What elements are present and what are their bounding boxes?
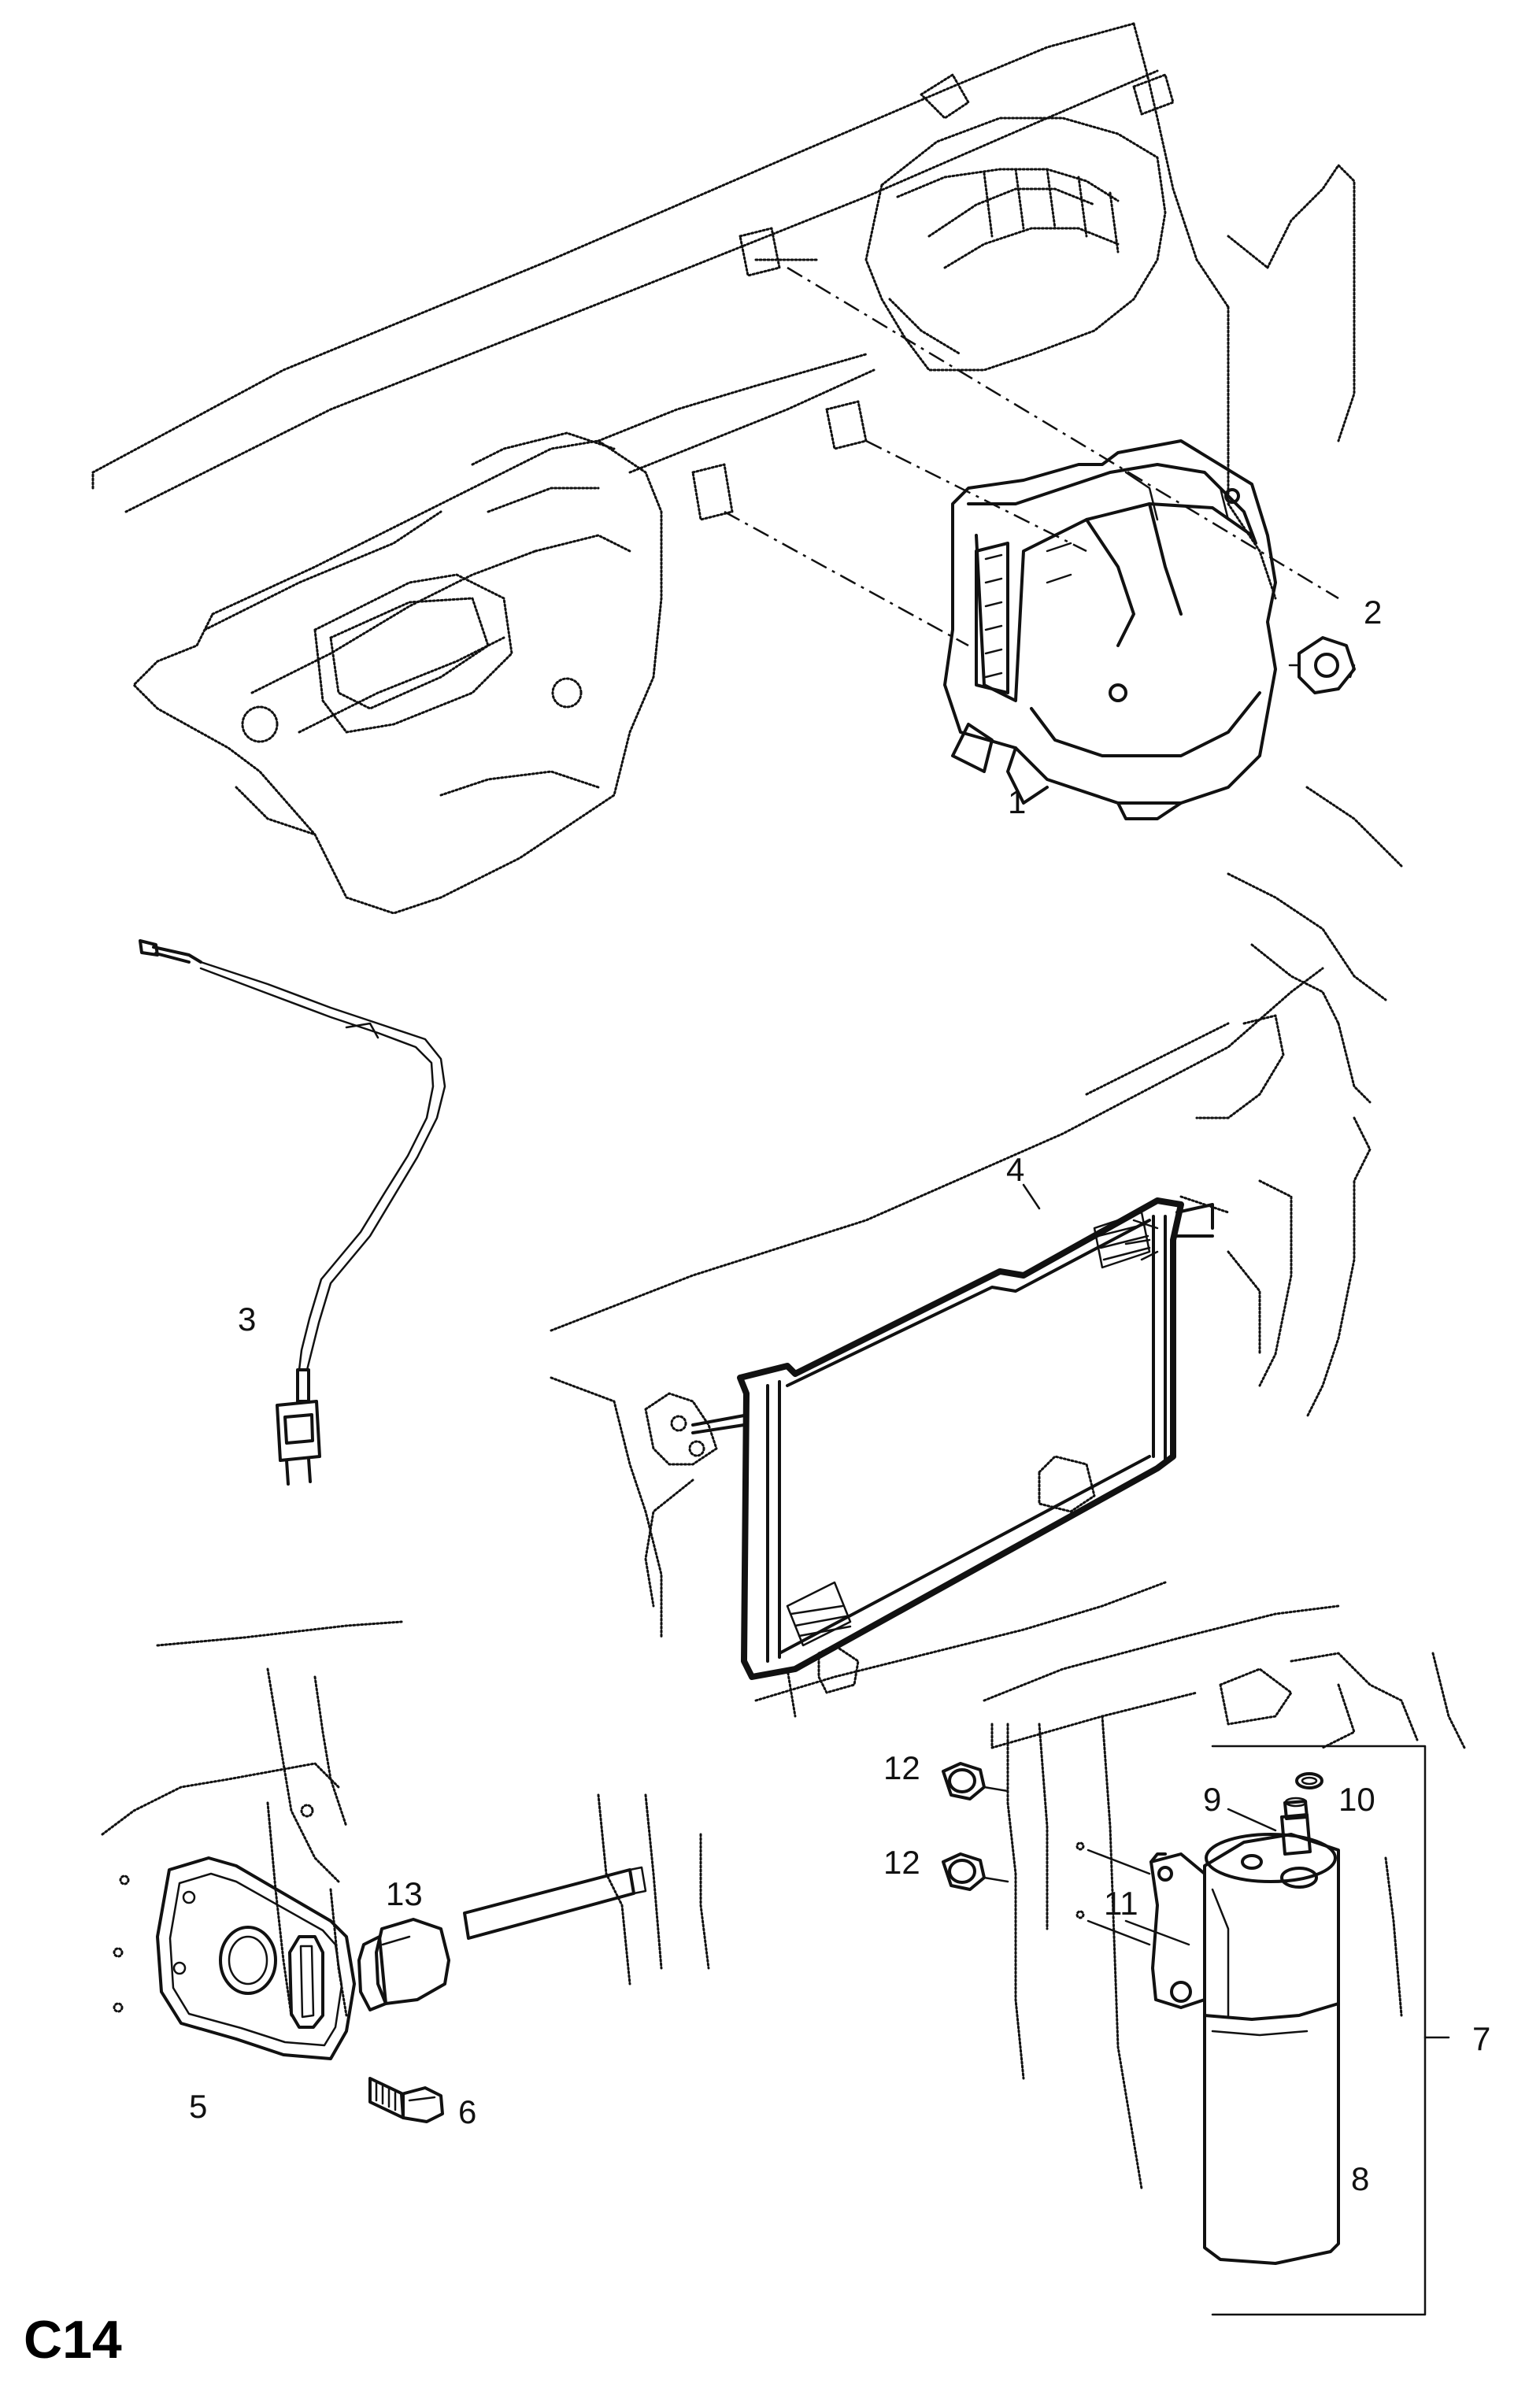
callout-8: 8 <box>1351 2160 1369 2197</box>
callout-6: 6 <box>458 2093 476 2130</box>
leader-lines <box>1022 664 1356 1946</box>
seal-plate <box>156 1856 356 2060</box>
grommet-13 <box>357 1918 450 2011</box>
callout-3: 3 <box>238 1301 256 1338</box>
blower-housing <box>864 73 1175 372</box>
receiver-drier-bracket <box>1075 1841 1206 2009</box>
bulkhead-panel <box>91 22 1403 868</box>
inner-wing-panel <box>983 1604 1466 2190</box>
heater-hoses <box>597 227 876 521</box>
callout-12-upper: 12 <box>883 1749 920 1786</box>
condenser <box>691 1197 1214 1694</box>
bracket-strip <box>463 1866 647 1940</box>
kit-bracket-7 <box>1211 1745 1450 2316</box>
body-side-panel <box>101 1620 710 2017</box>
callout-4: 4 <box>1006 1151 1024 1188</box>
callout-1: 1 <box>1008 783 1026 820</box>
page-code: C14 <box>24 2310 122 2370</box>
drain-grommet <box>1288 636 1356 694</box>
callout-2: 2 <box>1364 594 1382 631</box>
heater-housing <box>132 431 663 915</box>
o-ring-10 <box>1295 1772 1323 1789</box>
evaporator-mount-lines <box>724 266 1339 647</box>
temperature-sensor <box>139 939 446 1486</box>
callout-13: 13 <box>386 1875 423 1912</box>
callout-7: 7 <box>1472 2020 1490 2057</box>
condenser-bracket-left <box>644 1392 718 1466</box>
bolt-6 <box>368 2077 444 2123</box>
evaporator-housing <box>943 439 1277 820</box>
callout-10: 10 <box>1338 1781 1375 1818</box>
callout-11: 11 <box>1104 1885 1138 1922</box>
front-end-panel <box>550 872 1387 1718</box>
callout-5: 5 <box>189 2088 207 2125</box>
callout-12-lower: 12 <box>883 1844 920 1881</box>
receiver-drier <box>1203 1797 1340 2265</box>
callout-9: 9 <box>1203 1781 1221 1818</box>
bracket-bolts-12 <box>942 1762 1009 1891</box>
